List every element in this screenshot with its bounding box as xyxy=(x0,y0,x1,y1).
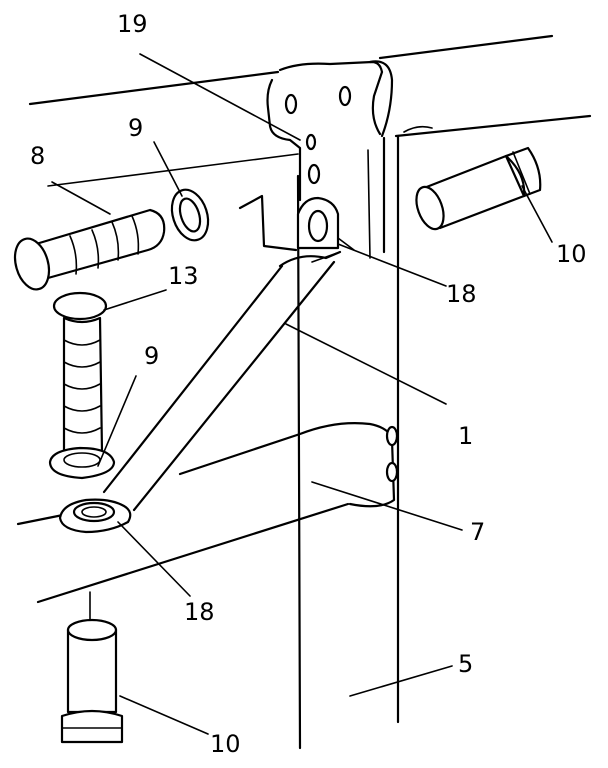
label-9-top: 9 xyxy=(128,114,143,142)
bracket-hole xyxy=(305,133,317,151)
label-1: 1 xyxy=(458,422,473,450)
pin-13 xyxy=(52,291,108,459)
tube-hole xyxy=(385,425,399,447)
bracket-hole xyxy=(338,85,352,107)
label-18-bottom: 18 xyxy=(184,598,215,626)
upper-frame-rail xyxy=(28,34,592,187)
washer-9-top xyxy=(170,188,210,242)
label-10-bottom: 10 xyxy=(210,730,241,758)
lower-eyelet-lug xyxy=(58,498,132,534)
label-7: 7 xyxy=(470,518,485,546)
pin-8 xyxy=(13,208,166,291)
end-cap-10-top xyxy=(415,146,542,231)
leader-lines xyxy=(51,53,553,735)
label-19: 19 xyxy=(117,10,148,38)
part-labels: 19 9 8 10 13 18 9 1 7 18 5 10 xyxy=(30,10,587,758)
tube-hole xyxy=(385,461,399,483)
label-10-top: 10 xyxy=(556,240,587,268)
label-5: 5 xyxy=(458,650,473,678)
label-8: 8 xyxy=(30,142,45,170)
vertical-post xyxy=(296,134,400,750)
label-9-bottom: 9 xyxy=(144,342,159,370)
top-bracket-plate xyxy=(238,60,433,252)
label-18-top: 18 xyxy=(446,280,477,308)
end-cap-10-bottom xyxy=(60,591,124,744)
label-13: 13 xyxy=(168,262,199,290)
diagonal-strut xyxy=(102,250,342,512)
bracket-hole xyxy=(307,163,321,185)
bracket-hole xyxy=(284,93,298,115)
upper-eyelet-lug xyxy=(296,196,355,251)
